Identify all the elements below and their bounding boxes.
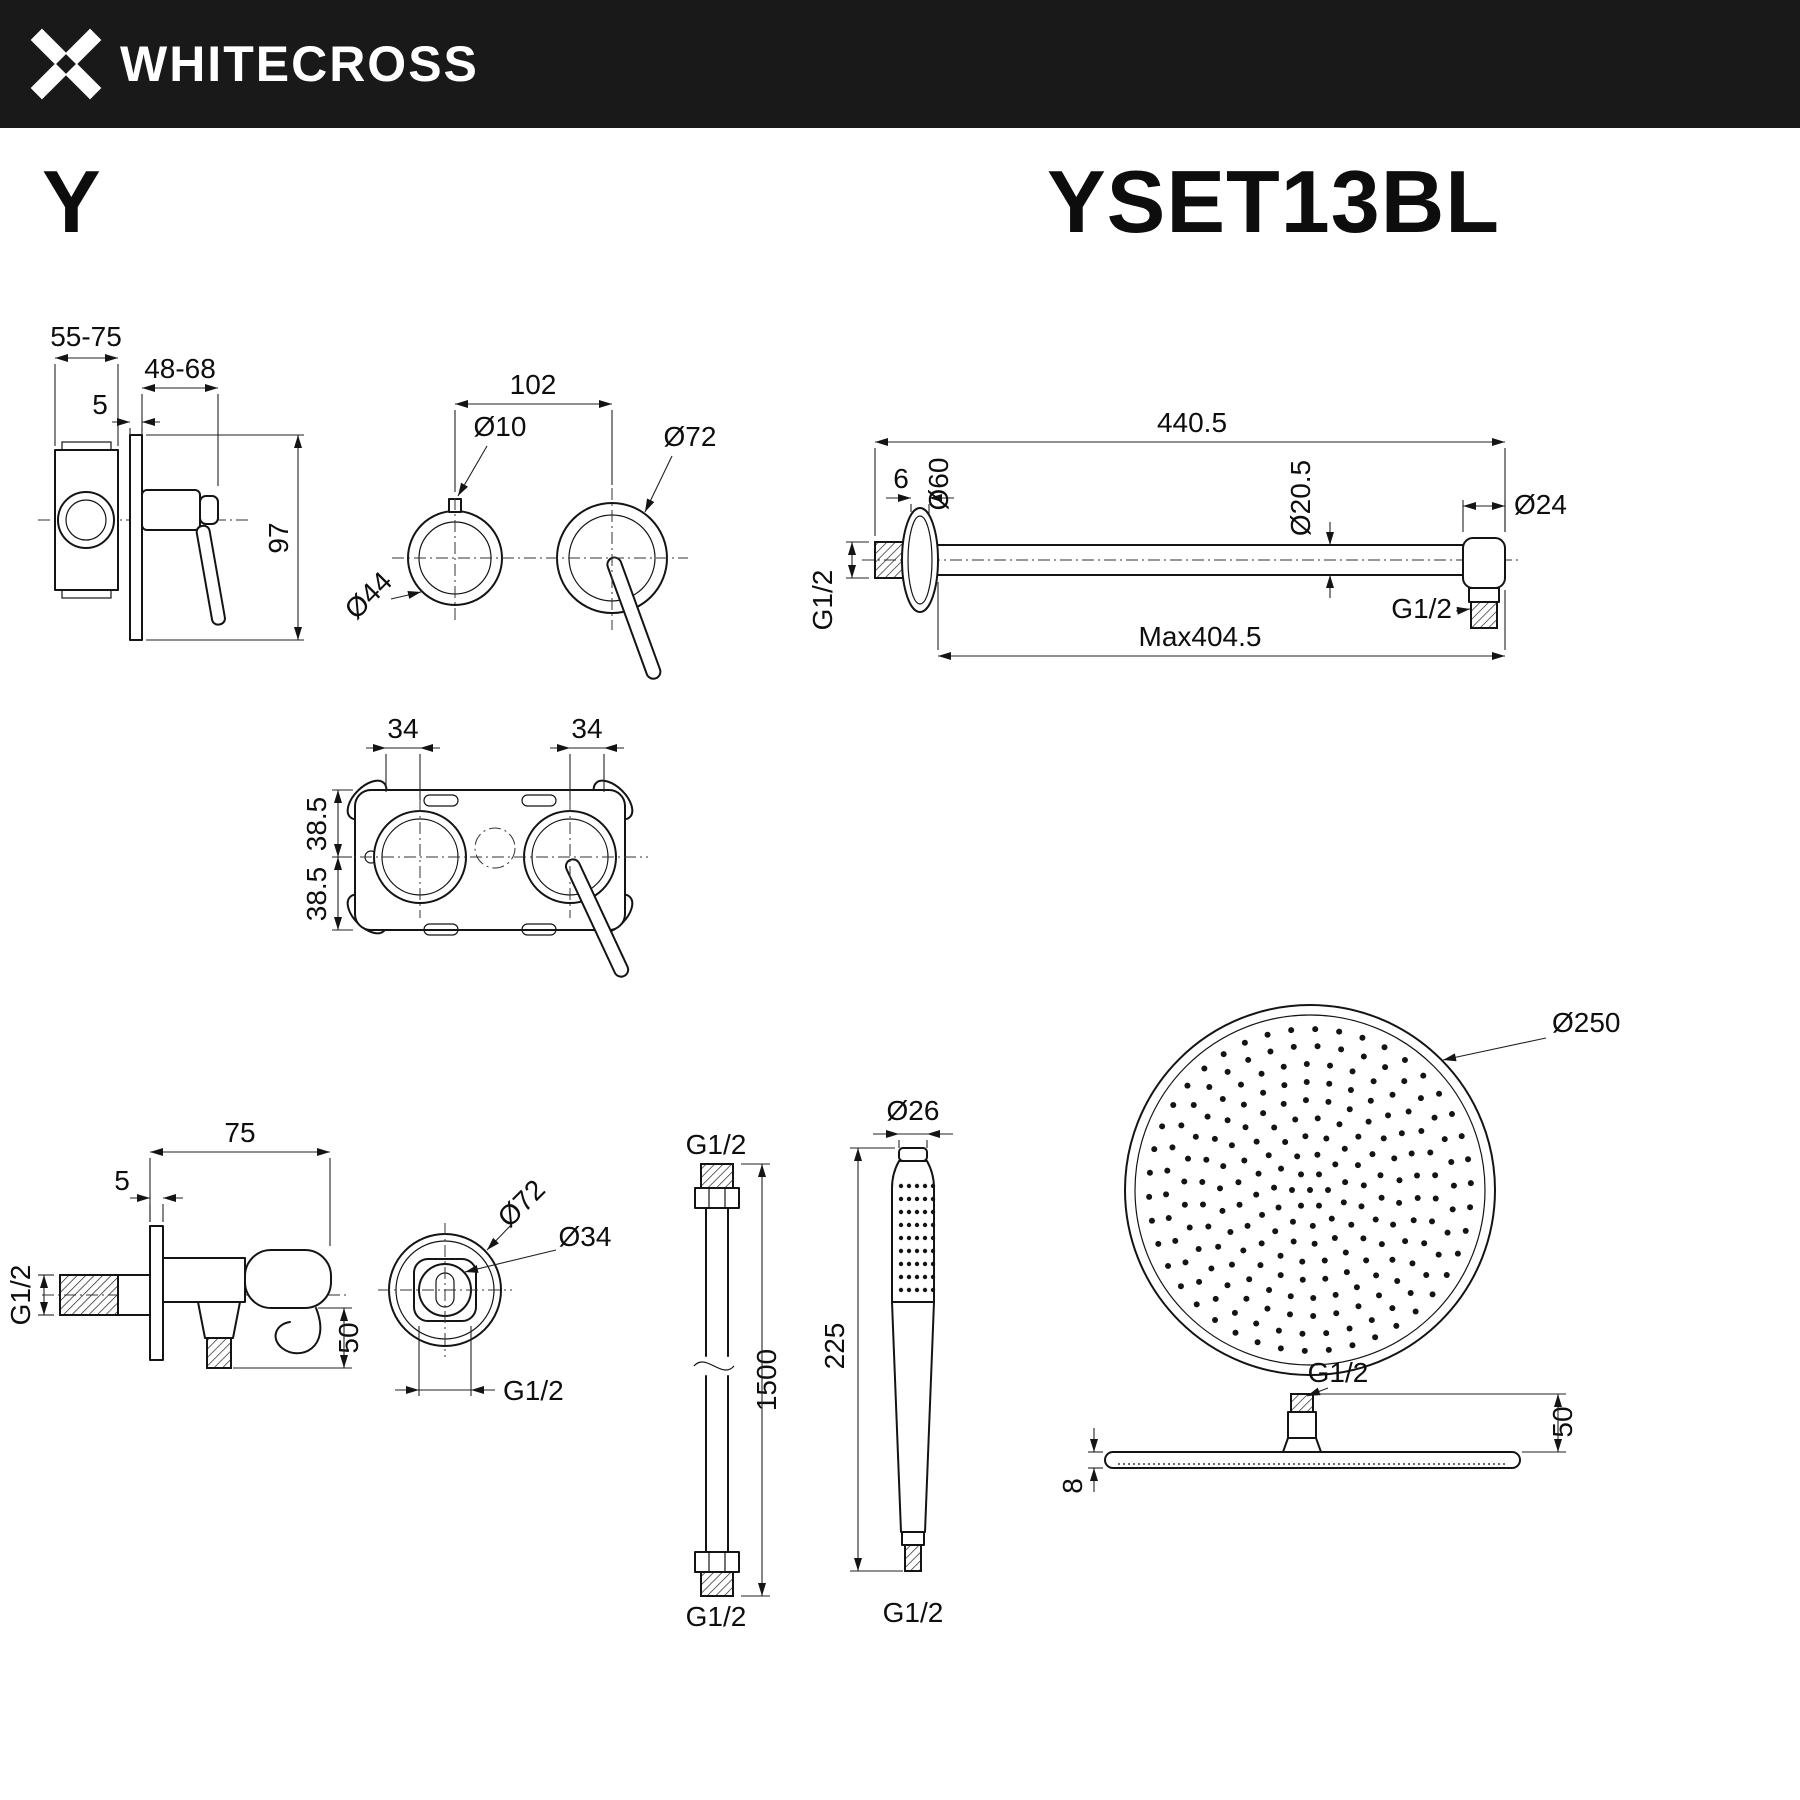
header-bar: WHITECROSS [0,0,1800,128]
brand-name: WHITECROSS [120,36,479,92]
dim-roughin-top: 38.5 [301,797,332,852]
dim-elbow-inner: Ø34 [559,1221,612,1252]
dim-elbow-thread-out: G1/2 [503,1375,564,1406]
drawing-roughin-box: 34 34 38.5 38.5 [301,713,648,978]
dim-handshower-dia: Ø26 [887,1095,940,1126]
dim-elbow-width: 75 [224,1117,255,1148]
dim-head-thickness: 8 [1057,1478,1088,1494]
drawing-wall-elbow-front: Ø72 Ø34 G1/2 [378,1174,611,1406]
dim-arm-length: 440.5 [1157,407,1227,438]
drawing-shower-arm: 440.5 6 Ø60 Ø20.5 Ø24 G1/2 Max404.5 G1/2 [807,407,1567,660]
dim-handshower-length: 225 [819,1323,850,1370]
dim-hose-thread-top: G1/2 [686,1129,747,1160]
dim-head-thread: G1/2 [1308,1357,1369,1388]
dim-elbow-outer: Ø72 [492,1174,551,1233]
dim-elbow-thread-in: G1/2 [5,1265,36,1326]
dim-arm-flange: Ø60 [923,458,954,511]
product-series-label: Y [42,152,102,251]
dim-head-height: 50 [1547,1406,1578,1437]
dim-mixer-handle-dia: Ø72 [664,421,717,452]
dim-mixer-depth-range: 55-75 [50,321,122,352]
dim-arm-thread-wall: G1/2 [807,570,838,631]
dim-arm-wall: 6 [893,463,909,494]
dim-roughin-left: 34 [387,713,418,744]
dim-mixer-handle-range: 48-68 [144,353,216,384]
dim-elbow-height: 50 [333,1322,364,1353]
product-code-label: YSET13BL [1046,152,1500,251]
dim-elbow-plate: 5 [114,1165,130,1196]
drawing-head-side: G1/2 50 8 [1057,1357,1578,1494]
dim-mixer-pin: Ø10 [474,411,527,442]
drawing-wall-elbow-side: 75 5 G1/2 50 [5,1117,364,1369]
dim-mixer-rosette: Ø44 [339,566,398,625]
title-row: Y YSET13BL [0,128,1800,300]
dim-handshower-thread: G1/2 [883,1597,944,1628]
dim-mixer-spacing: 102 [510,369,557,400]
drawing-shower-hose: G1/2 G1/2 1500 [686,1129,782,1632]
dim-arm-tube: Ø20.5 [1285,460,1316,536]
dim-hose-thread-bottom: G1/2 [686,1601,747,1632]
brand-logo-icon [30,28,102,100]
drawing-hand-shower: Ø26 G1/2 225 [819,1095,953,1628]
drawing-mixer-valve-side: 55-75 48-68 5 97 [38,321,304,641]
dim-arm-end: Ø24 [1514,489,1567,520]
drawing-mixer-trims-front: 102 Ø10 Ø72 Ø44 [339,369,717,680]
dim-head-dia: Ø250 [1552,1007,1621,1038]
dim-roughin-bottom: 38.5 [301,867,332,922]
drawing-head-top: Ø250 [1124,1004,1621,1376]
dim-roughin-right: 34 [571,713,602,744]
technical-drawing-canvas: 55-75 48-68 5 97 102 Ø10 Ø72 [5,321,1621,1632]
dim-hose-length: 1500 [751,1349,782,1411]
dim-arm-thread-end: G1/2 [1391,593,1452,624]
dim-mixer-height: 97 [263,522,294,553]
dim-mixer-plate: 5 [92,389,108,420]
dim-arm-max: Max404.5 [1139,621,1262,652]
